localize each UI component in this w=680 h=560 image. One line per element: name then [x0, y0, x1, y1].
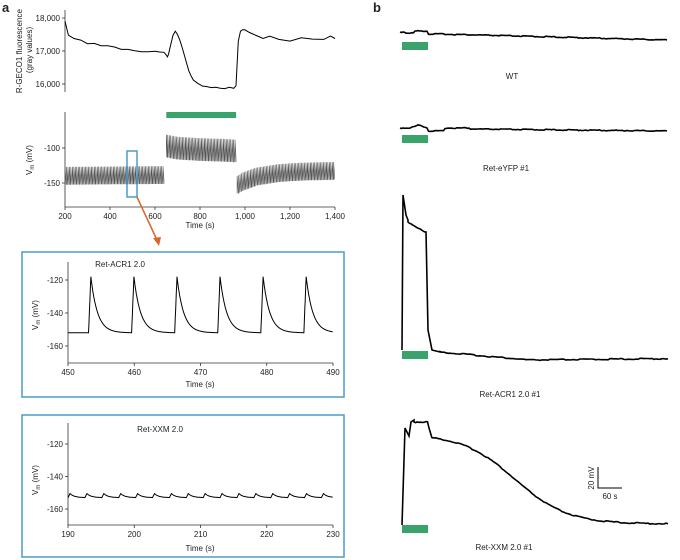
acr1-xtick-label: 490: [326, 368, 340, 377]
trace-eyfp: [399, 124, 668, 133]
xxm-ytick-label: -120: [47, 440, 64, 449]
acr1-xtick-label: 470: [194, 368, 208, 377]
vm-ytick-label: -150: [44, 179, 61, 188]
acr1-x-label: Time (s): [185, 380, 214, 389]
xxm-x-ticks: 190 200 210 220 230: [61, 525, 340, 539]
scale-bar-voltage: 20 mV: [587, 466, 596, 490]
zoom-arrow-head: [153, 237, 161, 246]
panel-b-traces: WT Ret-eYFP #1 Ret-ACR1 2.0 #1 Ret-XXM 2…: [399, 29, 669, 552]
acr1-ytick-label: -120: [47, 276, 64, 285]
acr1-y-label: Vm (mV): [31, 300, 42, 330]
inset-acr1: -160 -140 -120 450 460 470 480 490 Vm (mV) Tim…: [21, 251, 345, 398]
zoom-arrow: [136, 196, 158, 241]
xxm-y-ticks: -160 -140 -120: [47, 440, 68, 514]
xxm-xtick-label: 230: [326, 530, 340, 539]
vm-xtick-label: 200: [58, 212, 72, 221]
vm-xtick-label: 1,000: [235, 212, 256, 221]
inset-xxm: -160 -140 -120 190 200 210 220 230 Vm (mV) Tim…: [21, 414, 345, 558]
fluorescence-plot: 18,000 17,000 16,000 R-GECO1 fluorescenc…: [15, 7, 336, 93]
acr1-title: Ret-ACR1 2.0: [95, 260, 145, 269]
xxm-x-label: Time (s): [185, 544, 214, 553]
acr1-ytick-label: -160: [47, 342, 64, 351]
stim-bar-eyfp: [402, 135, 428, 143]
trace-wt: [399, 29, 668, 41]
acr1-xtick-label: 460: [128, 368, 142, 377]
fluor-y-ticks: 18,000 17,000 16,000: [36, 14, 65, 89]
vm-ytick-label: -100: [44, 144, 61, 153]
inset-acr1-border: [21, 251, 345, 398]
vm-xtick-label: 400: [103, 212, 117, 221]
zoom-highlight-box: [126, 150, 138, 198]
stim-bar-acr1: [402, 351, 428, 359]
xxm-ytick-label: -160: [47, 505, 64, 514]
xxm-xtick-label: 200: [128, 530, 142, 539]
label-eyfp: Ret-eYFP #1: [483, 164, 530, 173]
vm-trace: [64, 134, 336, 194]
vm-y-label: Vm (mV): [25, 145, 36, 175]
vm-xtick-label: 800: [193, 212, 207, 221]
inset-xxm-border: [21, 414, 345, 558]
xxm-xtick-label: 210: [194, 530, 208, 539]
xxm-xtick-label: 220: [260, 530, 274, 539]
panel-letter-a: a: [2, 0, 10, 15]
fluorescence-trace: [64, 21, 336, 90]
vm-y-ticks: -150 -100: [44, 144, 65, 188]
fluor-ytick-label: 18,000: [36, 14, 61, 23]
acr1-trace: [68, 276, 333, 334]
acr1-xtick-label: 450: [61, 368, 75, 377]
scale-bar-time: 60 s: [602, 492, 617, 501]
acr1-y-ticks: -160 -140 -120: [47, 276, 68, 351]
label-acr1: Ret-ACR1 2.0 #1: [480, 390, 541, 399]
vm-stim-bar: [166, 112, 237, 118]
trace-acr1: [401, 194, 669, 362]
stim-bar-wt: [402, 42, 428, 50]
stim-bar-xxm: [402, 525, 428, 533]
label-wt: WT: [506, 72, 519, 81]
fluor-y-label: R-GECO1 fluorescence (gray values): [15, 7, 34, 93]
acr1-xtick-label: 480: [260, 368, 274, 377]
vm-overview-plot: -150 -100 200 400 600 800 1,000 1,200 1,400 Vm …: [25, 112, 346, 246]
vm-x-ticks: 200 400 600 800 1,000 1,200 1,400: [58, 207, 346, 221]
vm-x-label: Time (s): [185, 221, 214, 230]
vm-xtick-label: 600: [148, 212, 162, 221]
xxm-title: Ret-XXM 2.0: [137, 425, 183, 434]
acr1-ytick-label: -140: [47, 309, 64, 318]
acr1-x-ticks: 450 460 470 480 490: [61, 363, 340, 377]
vm-xtick-label: 1,400: [325, 212, 346, 221]
xxm-ytick-label: -140: [47, 473, 64, 482]
xxm-trace: [67, 492, 333, 499]
xxm-y-label: Vm (mV): [31, 465, 42, 495]
trace-xxm: [401, 418, 669, 526]
scale-bar: [597, 467, 622, 489]
label-xxm: Ret-XXM 2.0 #1: [476, 543, 533, 552]
fluor-ytick-label: 16,000: [36, 80, 61, 89]
panel-letter-b: b: [373, 0, 381, 15]
xxm-xtick-label: 190: [61, 530, 75, 539]
vm-xtick-label: 1,200: [280, 212, 301, 221]
fluor-ytick-label: 17,000: [36, 47, 61, 56]
